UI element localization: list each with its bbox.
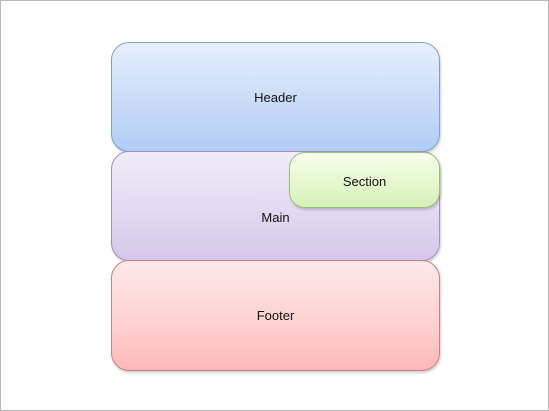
header-label: Header bbox=[254, 89, 297, 105]
section-label: Section bbox=[342, 173, 387, 189]
footer-label: Footer bbox=[256, 308, 295, 323]
header-box: Header bbox=[111, 42, 440, 152]
footer-box: Footer bbox=[111, 260, 440, 371]
section-box: Section bbox=[289, 152, 440, 208]
main-label: Main bbox=[261, 209, 290, 225]
